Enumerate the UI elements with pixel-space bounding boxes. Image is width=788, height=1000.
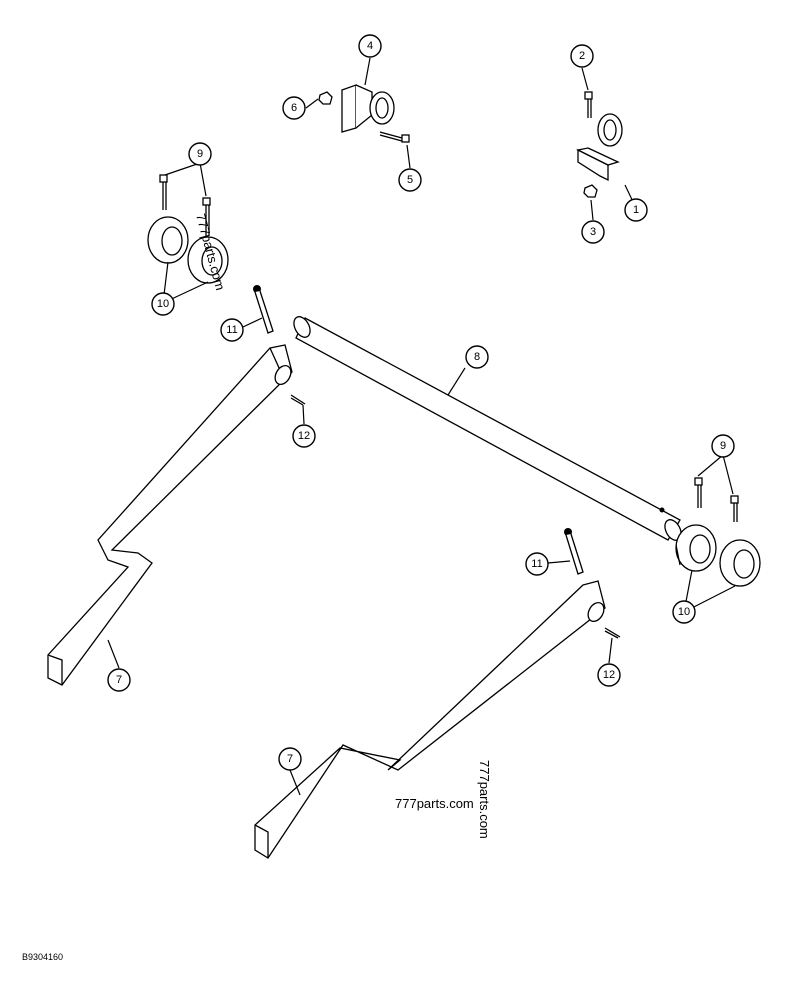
svg-text:1: 1 (633, 204, 639, 216)
callout-6[interactable]: 6 (282, 96, 306, 120)
collar-lower-left[interactable] (675, 524, 717, 572)
callout-10-lower[interactable]: 10 (672, 600, 696, 624)
callout-12-lower[interactable]: 12 (597, 663, 621, 687)
callout-3[interactable]: 3 (581, 220, 605, 244)
nut-bracket-right[interactable] (583, 184, 598, 198)
svg-text:11: 11 (531, 558, 542, 570)
callout-5[interactable]: 5 (398, 168, 422, 192)
watermark-vertical: 777parts.com (477, 760, 492, 839)
callout-9-lower[interactable]: 9 (711, 434, 735, 458)
arm-left[interactable] (47, 344, 294, 686)
arm-right[interactable] (254, 580, 607, 859)
collar-upper-left[interactable] (147, 216, 189, 264)
svg-text:2: 2 (579, 50, 585, 62)
callout-11-upper[interactable]: 11 (220, 318, 244, 342)
cotter-pin-right[interactable] (604, 627, 621, 639)
svg-text:12: 12 (603, 669, 615, 681)
bolt-lower-2[interactable] (730, 495, 739, 522)
watermark-lower: 777parts.com (395, 796, 474, 811)
svg-text:5: 5 (407, 174, 413, 186)
callout-11-lower[interactable]: 11 (525, 552, 549, 576)
callout-8[interactable]: 8 (465, 345, 489, 369)
svg-text:9: 9 (197, 148, 203, 160)
callout-1[interactable]: 1 (624, 198, 648, 222)
callout-7-left[interactable]: 7 (107, 668, 131, 692)
collar-lower-right[interactable] (719, 539, 761, 587)
cotter-pin-left[interactable] (290, 394, 306, 406)
svg-text:8: 8 (474, 351, 480, 363)
collar-upper-right[interactable] (187, 236, 229, 284)
pin-left[interactable] (253, 285, 274, 334)
callout-10-upper[interactable]: 10 (151, 292, 175, 316)
pin-right[interactable] (564, 528, 584, 575)
svg-text:6: 6 (291, 102, 297, 114)
svg-text:10: 10 (157, 298, 169, 310)
svg-text:11: 11 (226, 324, 237, 336)
bolt-bracket-left[interactable] (379, 131, 410, 143)
bracket-left[interactable] (341, 84, 395, 133)
svg-text:4: 4 (367, 40, 373, 52)
callout-9-upper[interactable]: 9 (188, 142, 212, 166)
shaft-tube[interactable] (291, 314, 685, 543)
callout-12-upper[interactable]: 12 (292, 424, 316, 448)
svg-text:9: 9 (720, 440, 726, 452)
nut-bracket-left[interactable] (318, 91, 333, 105)
bracket-right[interactable] (576, 113, 623, 182)
callout-2[interactable]: 2 (570, 44, 594, 68)
callout-4[interactable]: 4 (358, 34, 382, 58)
callout-7-right[interactable]: 7 (278, 747, 302, 771)
figure-code: B9304160 (22, 952, 64, 962)
bolt-upper-2[interactable] (202, 197, 211, 236)
svg-text:7: 7 (116, 674, 122, 686)
svg-text:10: 10 (678, 606, 690, 618)
svg-text:12: 12 (298, 430, 310, 442)
svg-text:7: 7 (287, 753, 293, 765)
bolt-upper-1[interactable] (159, 174, 168, 210)
bolt-lower-1[interactable] (694, 477, 703, 508)
bolt-bracket-right[interactable] (584, 91, 593, 118)
svg-text:3: 3 (590, 226, 596, 238)
